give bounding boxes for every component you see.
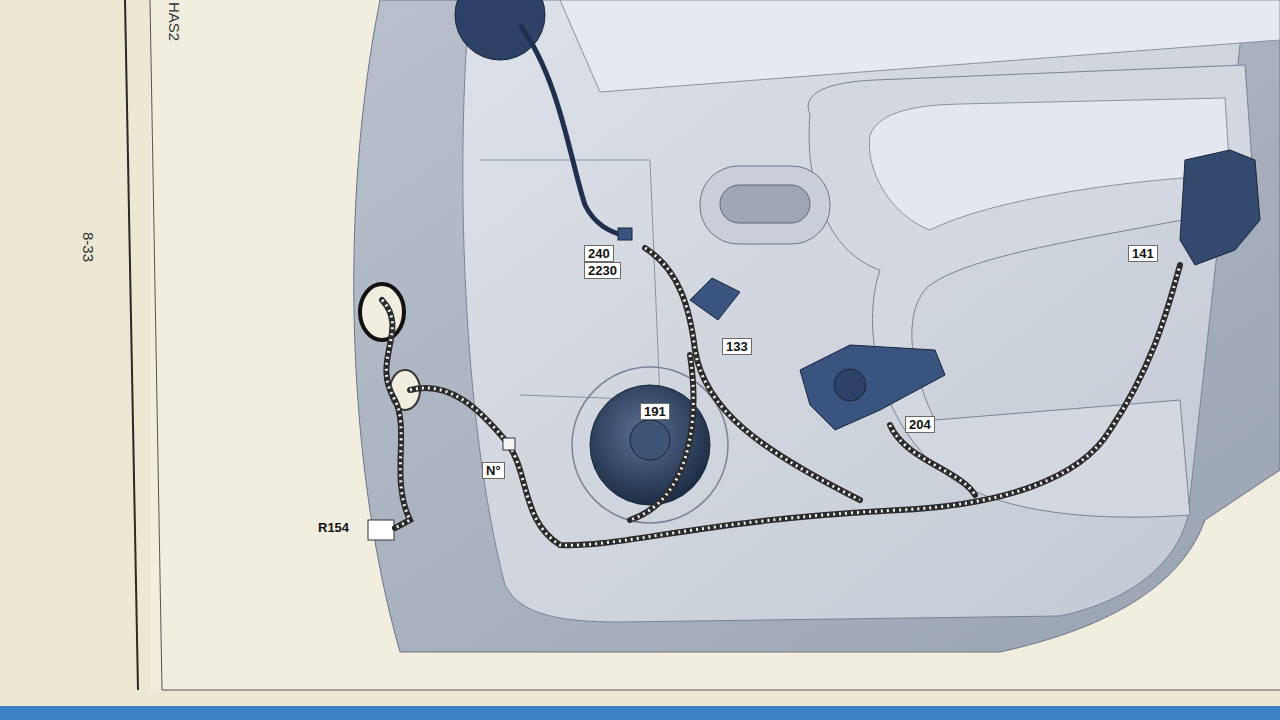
wiring-harness [382, 248, 1180, 545]
callout-number: 240 [584, 245, 614, 262]
part-label: R154 [318, 520, 349, 535]
connector [368, 520, 394, 540]
callout-number: 191 [640, 403, 670, 420]
window-motor [834, 369, 866, 401]
frame-line [162, 690, 1280, 691]
armrest [808, 65, 1255, 517]
tweeter-cable [520, 25, 625, 236]
tweeter [455, 0, 545, 60]
callout-number: N° [482, 462, 505, 479]
speaker-cone [630, 420, 670, 460]
armrest-pocket [869, 98, 1230, 230]
panel-outline [480, 160, 660, 400]
frame-line [125, 0, 138, 690]
harness-clip [503, 438, 515, 450]
taskbar [0, 706, 1280, 720]
page-number: 8-33 [81, 232, 96, 262]
speaker-ring [572, 367, 728, 523]
grommet [360, 284, 404, 340]
callout-number: 204 [905, 416, 935, 433]
handle-recess [700, 166, 830, 244]
section-code: HAS2 [167, 2, 182, 41]
frame-line [150, 0, 162, 690]
callout-number: 2230 [584, 262, 621, 279]
door-shell [354, 0, 1280, 652]
connector [690, 278, 740, 320]
door-handle [720, 185, 810, 223]
callout-number: 141 [1128, 245, 1158, 262]
connector [618, 228, 632, 240]
callout-number: 133 [722, 338, 752, 355]
page-frame [150, 0, 1280, 690]
door-lock [1180, 150, 1260, 265]
